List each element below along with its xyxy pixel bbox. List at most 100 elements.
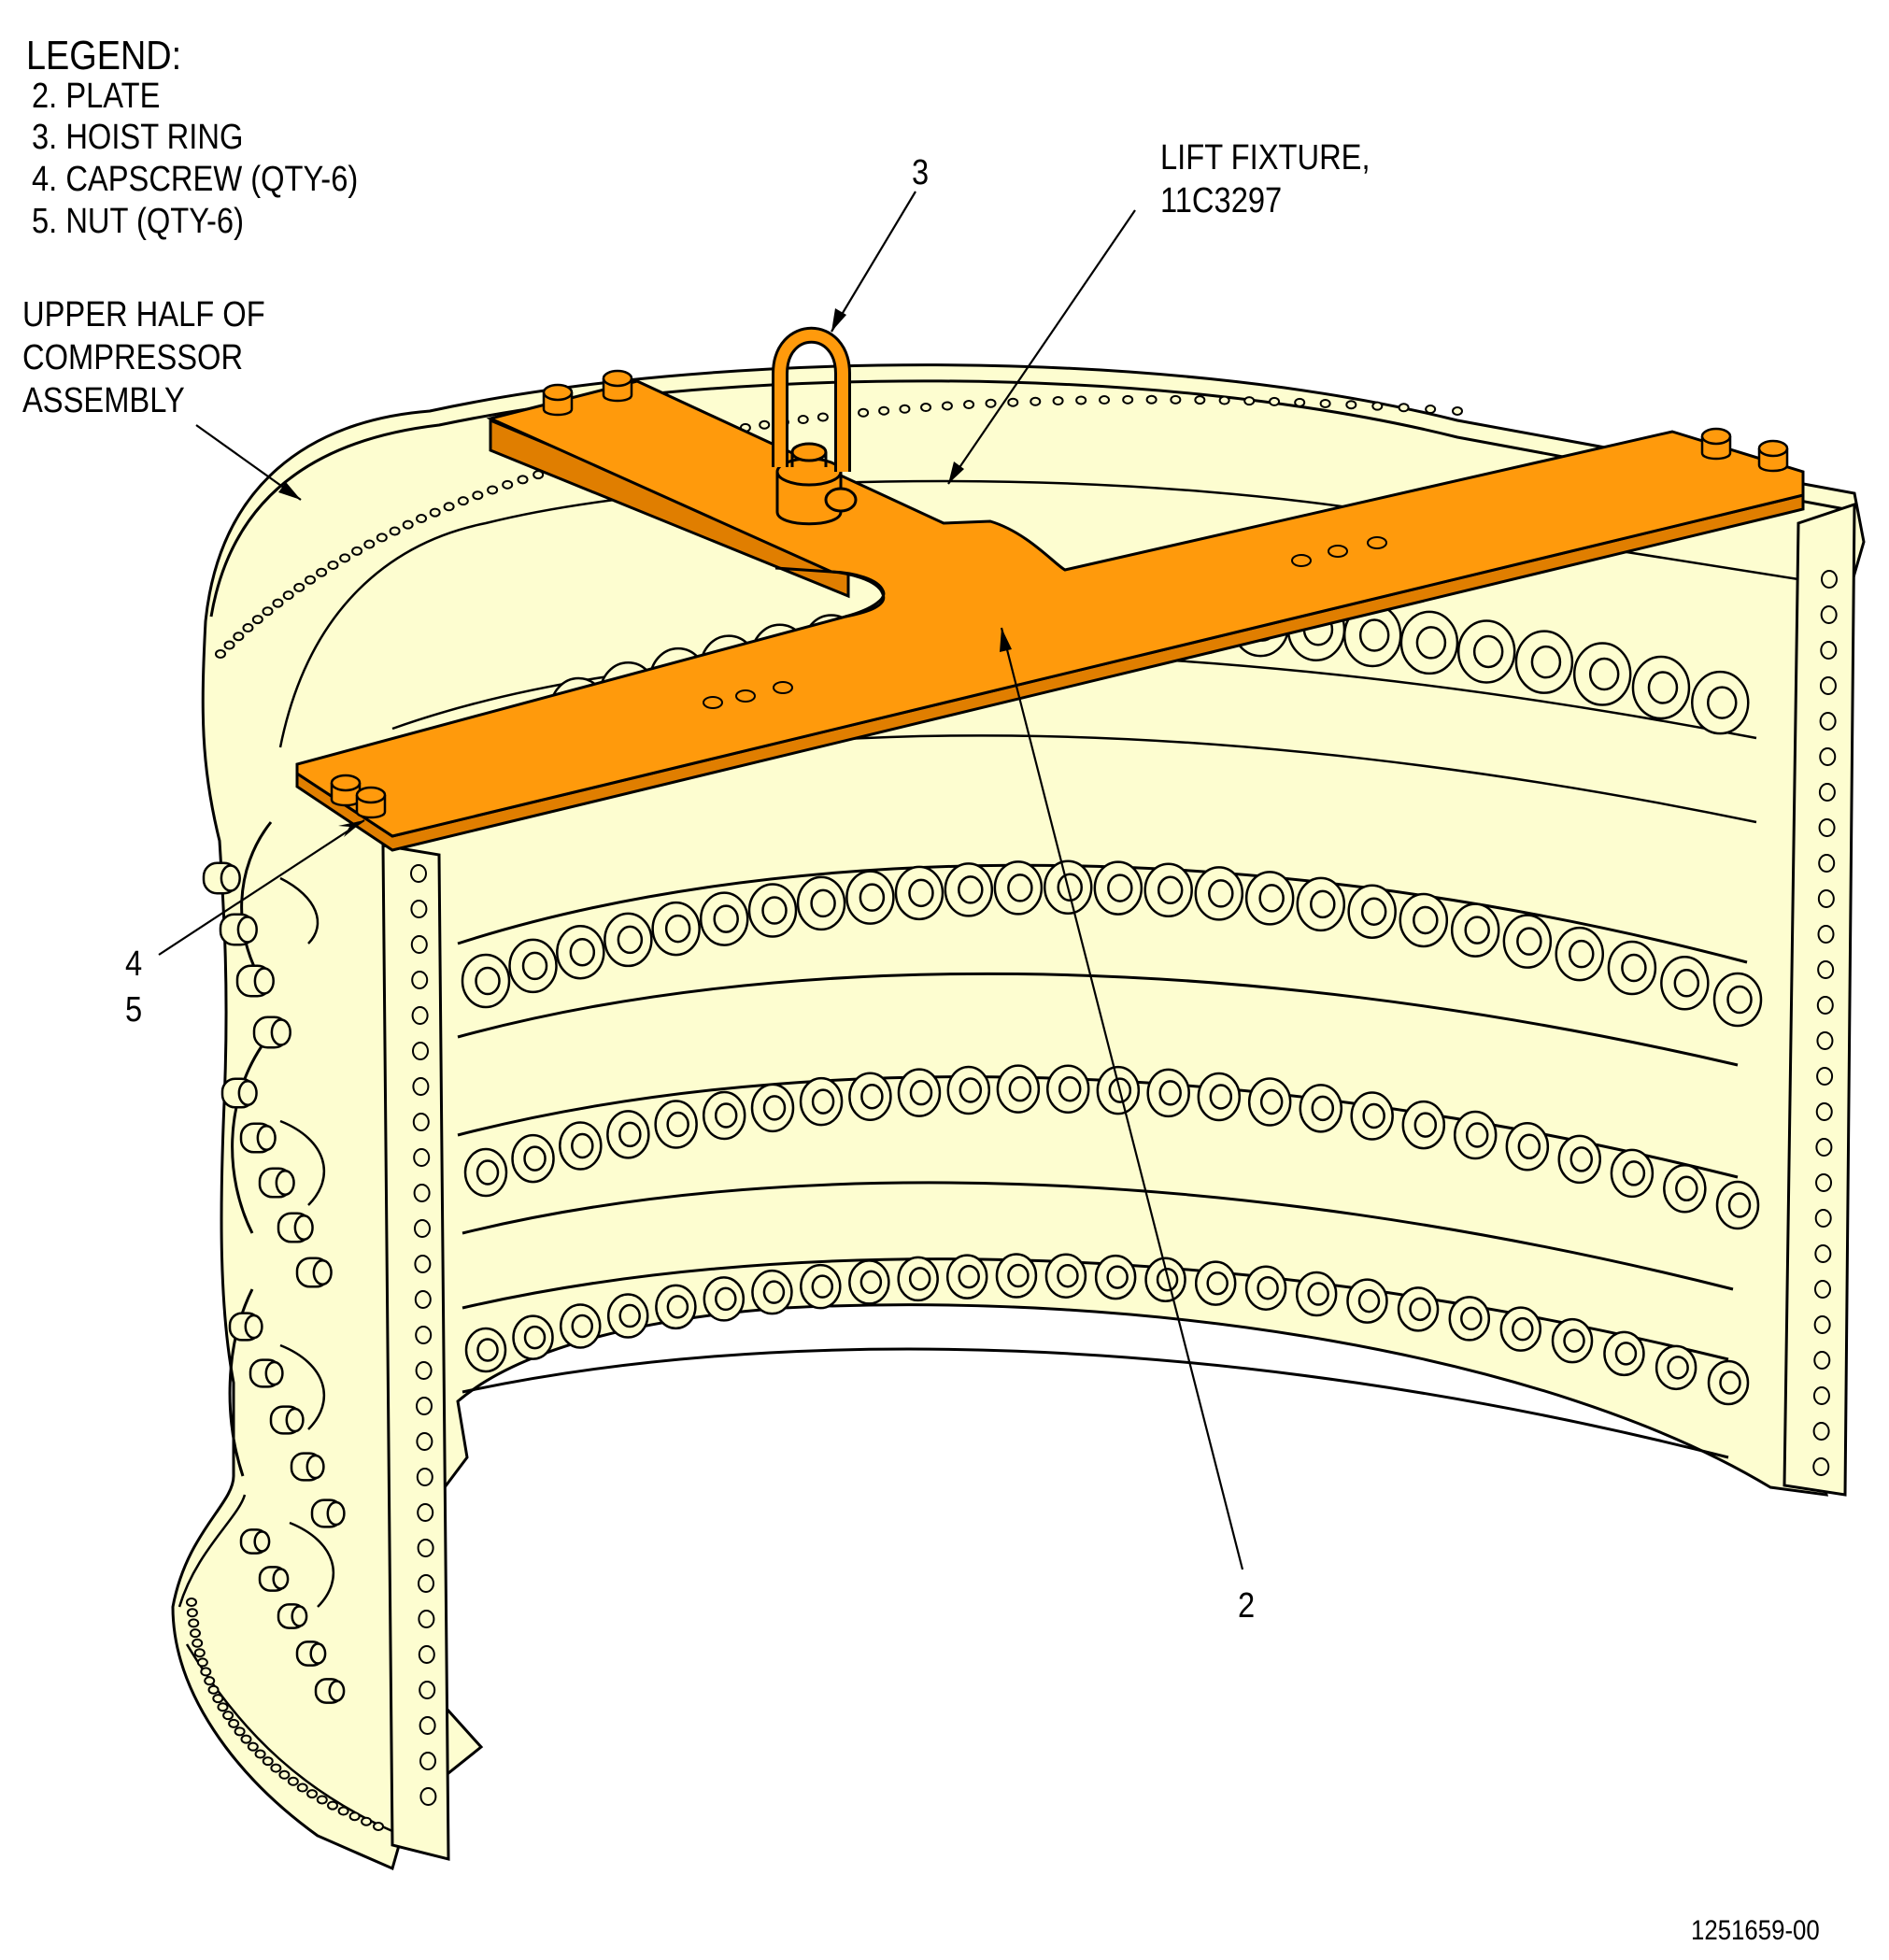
vane-bushing-bore — [1614, 1342, 1638, 1366]
bolt-hole — [411, 971, 429, 989]
bolt-hole — [1170, 394, 1182, 405]
hoist-ring-base — [775, 472, 843, 526]
bolt-hole — [1294, 397, 1306, 407]
lever-stub-end — [312, 1259, 333, 1285]
vane-bushing-bore — [1647, 671, 1679, 704]
lever-stub-end — [244, 1314, 263, 1340]
vane-bushing-bore — [521, 951, 548, 981]
plate-hole — [1328, 545, 1348, 558]
bolt-hole — [193, 1648, 206, 1658]
vane-bushing-bore — [523, 1325, 547, 1350]
bolt-hole — [1813, 1315, 1831, 1334]
bolt-hole — [337, 1806, 349, 1816]
bolt-hole — [188, 1618, 200, 1628]
bolt-hole — [817, 412, 829, 422]
bolt-hole — [228, 1718, 240, 1728]
callout-hoist-ring: 3 — [912, 153, 930, 192]
bolt-hole — [1425, 405, 1437, 415]
vane-bushing-bore — [761, 896, 788, 925]
vane-bushing-bore — [1357, 1288, 1381, 1314]
callout-capscrew: 4 — [125, 944, 143, 984]
stage-groove-6 — [462, 1347, 1729, 1459]
bolt-hole — [419, 1716, 436, 1735]
vane-bushing-bore — [1360, 897, 1387, 926]
vane-bushing-bore — [1409, 1297, 1431, 1322]
capscrew — [1700, 427, 1732, 461]
vane-bushing-bore — [859, 1270, 883, 1295]
bolt-hole — [759, 419, 771, 430]
vane-bushing-bore — [664, 914, 691, 944]
bolt-hole — [1398, 403, 1410, 413]
bolt-hole — [1818, 854, 1836, 873]
vane-bushing-bore — [1588, 657, 1620, 691]
vane-bushing-bore — [1008, 1075, 1032, 1102]
lever-stub-end — [270, 1018, 291, 1046]
bolt-hole — [1345, 400, 1357, 410]
capscrew — [330, 774, 362, 807]
bolt-hole — [418, 1574, 434, 1593]
lever-stub-end — [236, 916, 258, 944]
bolt-hole — [1319, 398, 1331, 408]
arrow-capscrew-nut — [338, 820, 364, 837]
leader-lift-fixture — [947, 209, 1136, 485]
lever-stub-end — [275, 1170, 295, 1196]
bolt-hole — [272, 598, 284, 608]
bolt-hole — [296, 1782, 308, 1793]
bolt-hole — [418, 1645, 435, 1664]
bolt-hole — [899, 404, 911, 414]
bolt-hole — [327, 560, 339, 570]
bolt-hole — [416, 514, 428, 524]
bolt-hole — [254, 1749, 266, 1759]
bolt-hole — [413, 1184, 431, 1202]
assembly-label-line-1: UPPER HALF OF — [22, 295, 265, 334]
assembly-label-line-2: COMPRESSOR — [22, 338, 244, 377]
vane-bushing-bore — [1472, 634, 1504, 669]
vane-bushing-bore — [618, 1121, 642, 1148]
vane-bushing-bore — [1719, 1371, 1741, 1395]
lever-stub-end — [305, 1454, 325, 1480]
bolt-hole — [287, 1776, 299, 1786]
bolt-hole — [361, 1816, 373, 1826]
lever-stub-end — [237, 1080, 258, 1106]
bolt-hole — [363, 539, 376, 549]
bolt-hole — [212, 1694, 224, 1704]
lever-stub-end — [256, 1125, 277, 1151]
vane-bushing-bore — [1057, 1263, 1079, 1288]
bolt-hole — [1218, 395, 1230, 405]
bolt-hole — [410, 900, 428, 918]
vane-bushing-bore — [909, 1079, 933, 1106]
vane-bushing-bore — [666, 1111, 689, 1138]
lever-stub-end — [253, 967, 275, 995]
vane-bushing-bore — [1622, 1160, 1646, 1186]
actuator-boss-1 — [279, 876, 320, 944]
bolt-hole — [517, 475, 529, 485]
capscrew — [542, 383, 574, 417]
bolt-hole — [282, 590, 294, 601]
bolt-hole — [217, 1702, 229, 1712]
bolt-hole — [985, 398, 997, 408]
vane-bushing-bore — [523, 1145, 547, 1172]
bolt-hole — [415, 1326, 433, 1344]
vane-bushing-bore — [908, 878, 934, 908]
vane-bushing-bore — [1057, 873, 1083, 902]
actuator-boss-3 — [279, 1343, 325, 1430]
bolt-hole — [410, 935, 428, 954]
vane-bushing-bore — [666, 1295, 689, 1319]
bolt-hole — [417, 1539, 434, 1557]
bolt-hole — [1243, 396, 1256, 406]
vane-bushing-bore — [569, 937, 596, 967]
vane-bushing-bore — [958, 1264, 980, 1289]
hoist-ring — [772, 326, 858, 526]
lever-stub-end — [253, 1530, 271, 1553]
leader-capscrew-nut — [158, 819, 365, 956]
leader-arrowheads — [278, 308, 1012, 837]
vane-bushing-bore — [1673, 969, 1700, 998]
bolt-hole — [429, 507, 441, 518]
vane-bushing-bore — [908, 1267, 931, 1291]
bolt-hole — [941, 401, 953, 411]
bolt-hole — [1815, 1173, 1833, 1192]
bolt-hole — [1819, 747, 1837, 766]
assembly-label-line-3: ASSEMBLY — [22, 381, 185, 420]
lever-stub-end — [220, 864, 241, 892]
